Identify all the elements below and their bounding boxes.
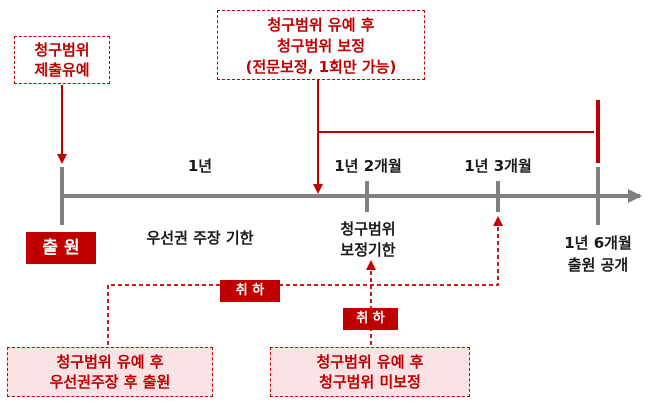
box-withdraw-noamend-line2: 청구범위 미보정 — [319, 373, 421, 391]
label-1y6m-block: 1년 6개월 출원 공개 — [548, 232, 648, 276]
label-amend-deadline: 청구범위 보정기한 — [318, 219, 418, 261]
box-withdraw-priority-line2: 우선권주장 후 출원 — [49, 373, 171, 391]
label-amend-deadline-line2: 보정기한 — [340, 241, 396, 259]
box-withdraw-priority-line1: 청구범위 유예 후 — [56, 353, 164, 371]
tag-withdraw-1: 취 하 — [220, 280, 280, 302]
label-1y3m: 1년 3개월 — [464, 157, 532, 175]
box-defer-submit: 청구범위 제출유예 — [14, 36, 110, 84]
box-defer-submit-line1: 청구범위 — [34, 41, 90, 59]
box-defer-submit-line2: 제출유예 — [34, 61, 90, 79]
tag-withdraw-2: 취 하 — [343, 308, 398, 330]
label-publication: 출원 공개 — [567, 256, 629, 274]
box-withdraw-priority: 청구범위 유예 후 우선권주장 후 출원 — [7, 347, 213, 397]
box-defer-amend-line1: 청구범위 유예 후 — [267, 16, 375, 34]
label-1y: 1년 — [187, 157, 213, 175]
label-amend-deadline-line1: 청구범위 — [340, 220, 396, 238]
box-withdraw-noamend: 청구범위 유예 후 청구범위 미보정 — [270, 347, 470, 397]
label-1y6m: 1년 6개월 — [564, 234, 632, 252]
filing-label: 출 원 — [42, 238, 80, 258]
label-priority-deadline: 우선권 주장 기한 — [146, 229, 254, 247]
box-defer-amend: 청구범위 유예 후 청구범위 보정 (전문보정, 1회만 가능) — [217, 10, 425, 80]
withdraw-path-1 — [107, 216, 503, 345]
box-withdraw-noamend-line1: 청구범위 유예 후 — [316, 353, 424, 371]
box-defer-amend-line3: (전문보정, 1회만 가능) — [245, 58, 397, 76]
box-defer-amend-line2: 청구범위 보정 — [276, 37, 366, 55]
label-1y2m: 1년 2개월 — [334, 157, 402, 175]
filing-badge: 출 원 — [26, 232, 96, 264]
